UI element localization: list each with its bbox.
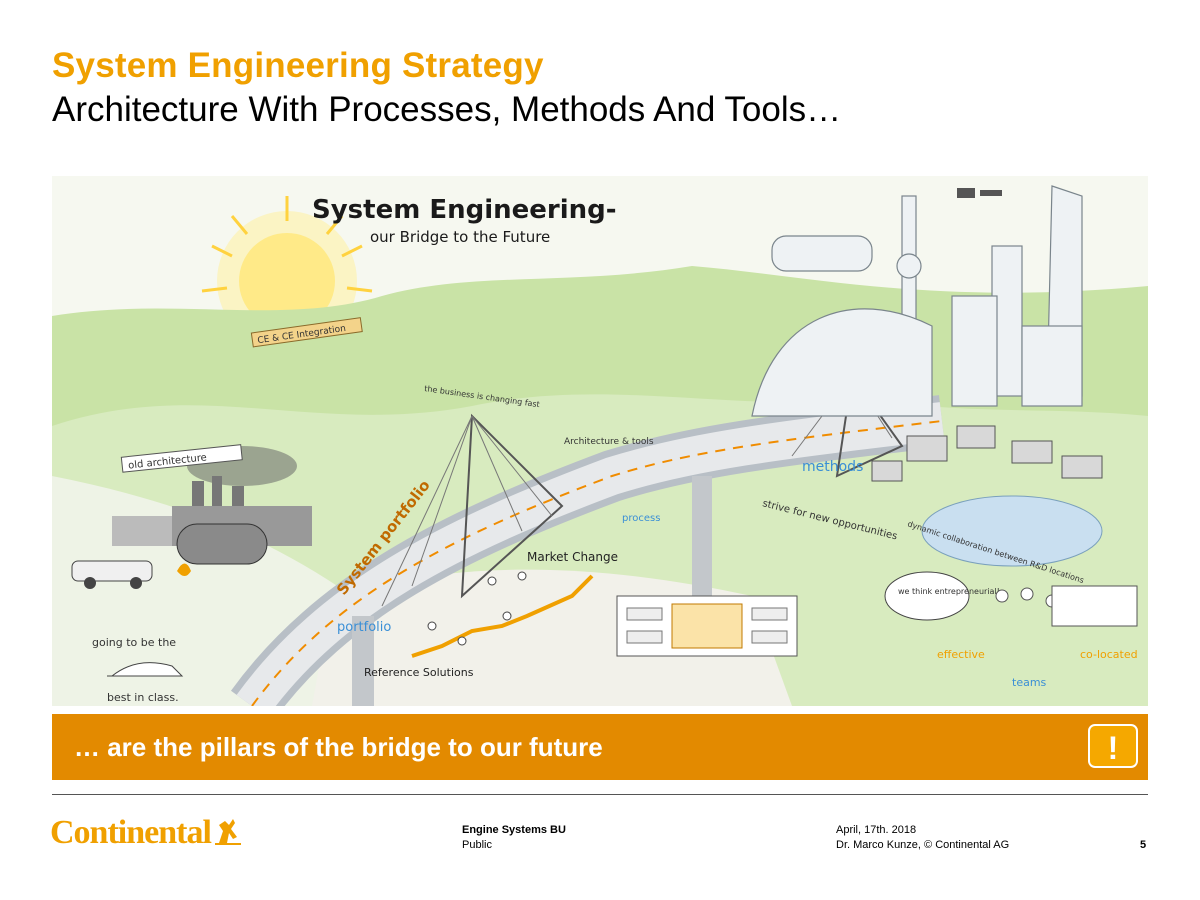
city-skyline: [751, 185, 1083, 417]
market-change-path: [411, 574, 594, 658]
footer-divider: [52, 794, 1148, 795]
network-icon: [427, 571, 527, 646]
car-icon: [71, 560, 153, 589]
footer-date: April, 17th. 2018: [836, 824, 917, 836]
illustration-title: System Engineering-: [312, 195, 617, 225]
best-in-class-line1: going to be the: [92, 636, 176, 649]
entrepreneurial-label: we think entrepreneurial!: [898, 587, 1000, 596]
logo-wordmark: Continental: [50, 814, 212, 851]
effective-label: effective: [937, 648, 985, 661]
sports-car-icon: [107, 662, 184, 677]
key-message-banner: … are the pillars of the bridge to our f…: [52, 714, 1148, 780]
slide-title: System Engineering Strategy: [52, 46, 544, 85]
speech-bubble-icon: [884, 571, 970, 621]
barrel-icon: [176, 523, 268, 576]
exclamation-icon: !: [1088, 724, 1138, 768]
architecture-board-icon: [616, 595, 798, 657]
task-board-icon: [1051, 585, 1138, 627]
teams-label: teams: [1012, 676, 1047, 689]
footer-classification: Public: [462, 839, 492, 851]
process-label: process: [622, 513, 660, 524]
footer-business-unit: Engine Systems BU: [462, 824, 566, 836]
slide-subtitle: Architecture With Processes, Methods And…: [52, 90, 842, 129]
bridge-icon: [230, 373, 946, 706]
portfolio-label: portfolio: [337, 620, 391, 635]
co-located-label: co-located: [1080, 648, 1138, 661]
footer-author: Dr. Marco Kunze, © Continental AG: [836, 839, 1010, 851]
world-map-icon: [921, 495, 1103, 567]
reference-solutions-label: Reference Solutions: [364, 666, 474, 679]
continental-logo: Continental: [50, 814, 242, 858]
key-message-text: … are the pillars of the bridge to our f…: [74, 732, 603, 762]
horse-icon: [215, 819, 242, 845]
market-change-label: Market Change: [527, 550, 618, 564]
illustration-subtitle: our Bridge to the Future: [370, 228, 550, 246]
engines-cluster: [871, 425, 1103, 482]
best-in-class-line2: best in class.: [107, 691, 179, 704]
architecture-tools-label: Architecture & tools: [564, 437, 654, 447]
page-number: 5: [1140, 839, 1147, 851]
satellite-icon: [957, 188, 1002, 198]
methods-label: methods: [802, 459, 863, 475]
bridge-illustration: System Engineering- our Bridge to the Fu…: [52, 176, 1148, 706]
